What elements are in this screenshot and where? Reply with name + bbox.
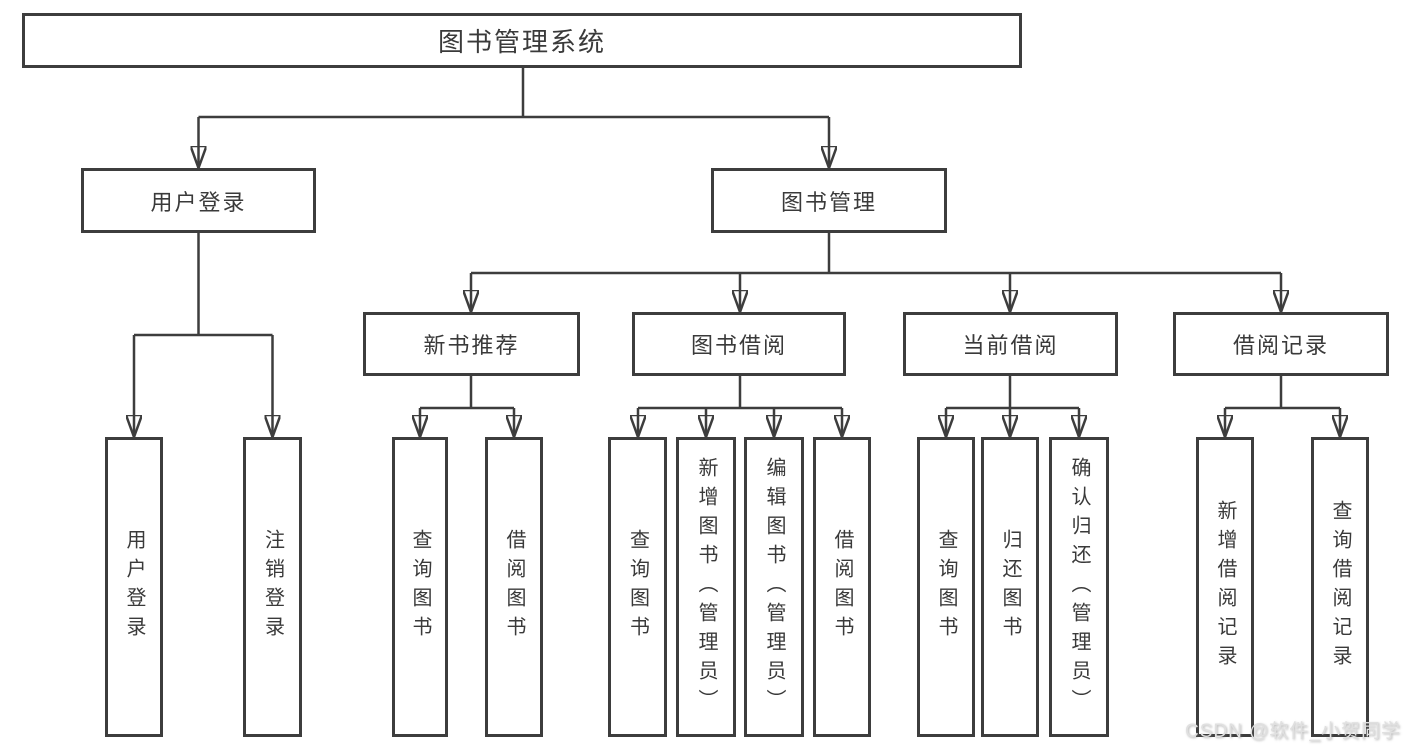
- leaf-borrow-books-recommend: 借阅图书: [485, 437, 543, 737]
- leaf-query-books-borrow: 查询图书: [608, 437, 667, 737]
- node-user-login: 用户登录: [81, 168, 316, 233]
- node-book-management: 图书管理: [711, 168, 947, 233]
- node-label: 借阅图书: [503, 529, 525, 645]
- node-label: 新增图书（管理员）: [695, 456, 717, 718]
- node-label: 借阅图书: [831, 529, 853, 645]
- node-label: 用户登录: [150, 189, 247, 215]
- node-label: 注销登录: [261, 529, 284, 645]
- leaf-add-books-admin: 新增图书（管理员）: [676, 437, 736, 737]
- node-label: 图书管理: [780, 189, 877, 215]
- node-label: 查询借阅记录: [1329, 500, 1351, 674]
- node-label: 借阅记录: [1232, 333, 1329, 358]
- node-label: 图书管理系统: [437, 27, 606, 57]
- node-root-system: 图书管理系统: [22, 13, 1022, 68]
- node-label: 用户登录: [123, 529, 145, 645]
- node-label: 编辑图书（管理员）: [763, 456, 785, 718]
- node-label: 查询图书: [626, 529, 649, 645]
- connector-bookborrow-to-leaves: [638, 376, 842, 437]
- leaf-return-books: 归还图书: [981, 437, 1039, 737]
- node-label: 当前借阅: [962, 333, 1059, 358]
- leaf-borrow-books: 借阅图书: [813, 437, 871, 737]
- connector-records-to-leaves: [1225, 376, 1340, 437]
- node-label: 确认归还（管理员）: [1068, 456, 1090, 718]
- csdn-watermark: CSDN @软件_小贺同学: [1185, 721, 1401, 742]
- node-label: 查询图书: [935, 529, 957, 645]
- node-borrow-records: 借阅记录: [1173, 312, 1389, 376]
- leaf-add-borrow-record: 新增借阅记录: [1196, 437, 1254, 737]
- node-label: 归还图书: [999, 529, 1021, 645]
- connector-root-to-level2: [199, 68, 830, 168]
- connector-newbook-to-leaves: [420, 376, 514, 437]
- connector-management-to-level3: [471, 233, 1281, 312]
- node-new-book-recommend: 新书推荐: [363, 312, 580, 376]
- node-label: 图书借阅: [690, 333, 787, 358]
- leaf-user-login: 用户登录: [105, 437, 163, 737]
- leaf-logout: 注销登录: [243, 437, 302, 737]
- node-label: 新书推荐: [423, 333, 520, 358]
- leaf-query-borrow-record: 查询借阅记录: [1311, 437, 1369, 737]
- leaf-edit-books-admin: 编辑图书（管理员）: [744, 437, 804, 737]
- connector-currentborrow-to-leaves: [946, 376, 1079, 437]
- node-book-borrow: 图书借阅: [632, 312, 846, 376]
- node-label: 新增借阅记录: [1214, 500, 1236, 674]
- node-label: 查询图书: [409, 529, 431, 645]
- leaf-query-books-current: 查询图书: [917, 437, 975, 737]
- leaf-query-books-recommend: 查询图书: [392, 437, 448, 737]
- node-current-borrow: 当前借阅: [903, 312, 1118, 376]
- leaf-confirm-return-admin: 确认归还（管理员）: [1049, 437, 1109, 737]
- connector-login-to-leaves: [134, 233, 273, 437]
